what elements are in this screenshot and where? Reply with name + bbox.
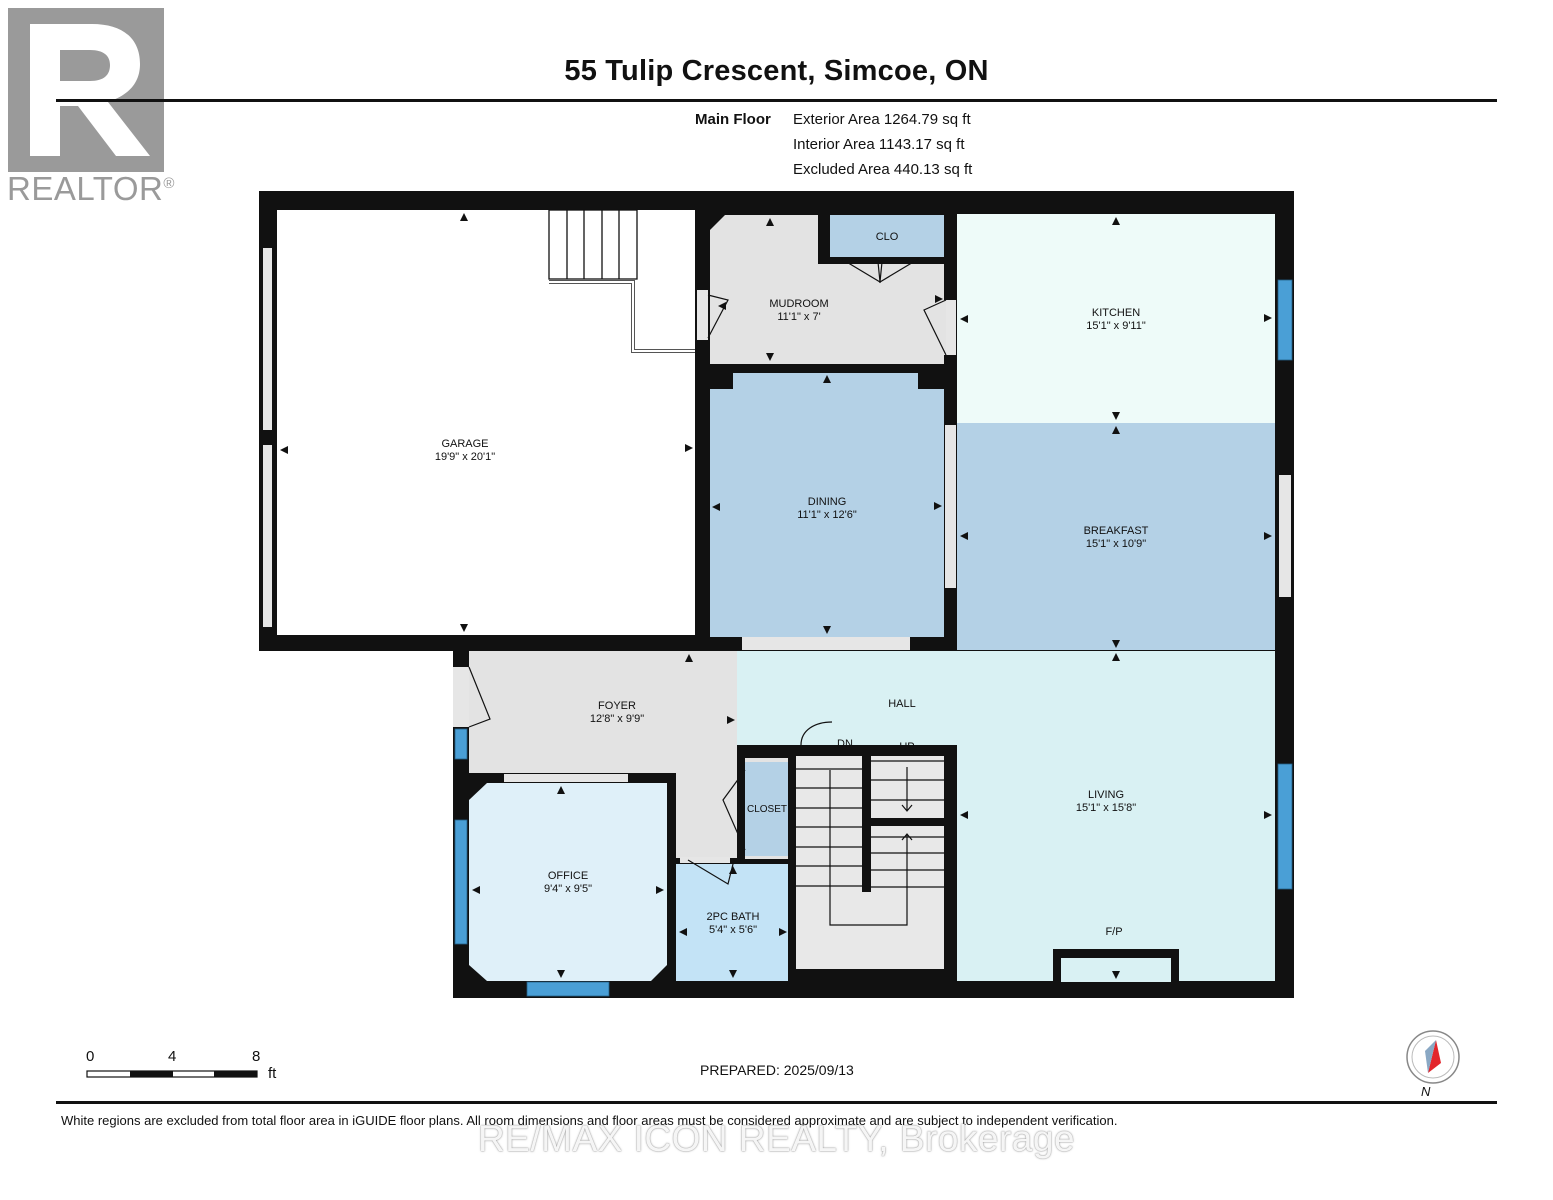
realtor-logo [8,8,164,172]
compass-icon [1406,1030,1460,1084]
mudroom-name: MUDROOM [769,298,828,310]
living-name: LIVING [1088,789,1124,801]
clo-name: CLO [876,231,899,243]
room-dining [710,373,944,637]
hall-name: HALL [888,698,916,710]
exterior-area: Exterior Area 1264.79 sq ft [793,111,971,128]
windows [454,279,1293,997]
room-clo [830,215,944,257]
room-mudroom [710,215,946,364]
mudroom-dims: 11'1" x 7' [777,311,820,323]
main-stairs [796,721,946,926]
room-bath [676,864,790,981]
room-foyer [469,651,795,859]
interior-walls [469,210,957,981]
stair-up-label: UP [899,741,914,753]
garage-name: GARAGE [441,438,488,450]
dining-dims: 11'1" x 12'6" [797,509,857,521]
foyer-name: FOYER [598,700,636,712]
brokerage-watermark: RE/MAX ICON REALTY, Brokerage [477,1118,1076,1159]
bath-name: 2PC BATH [707,911,760,923]
dining-name: DINING [808,496,847,508]
room-living [955,651,1275,981]
prepared-date: PREPARED: 2025/09/13 [700,1062,854,1078]
scale-unit: ft [268,1065,277,1082]
scale-tick-0: 0 [86,1048,95,1065]
page-title: 55 Tulip Crescent, Simcoe, ON [564,55,989,87]
dimension-arrows [280,213,1272,979]
openings [263,248,1291,863]
kitchen-name: KITCHEN [1092,307,1140,319]
living-dims: 15'1" x 15'8" [1076,802,1136,814]
room-kitchen [957,214,1275,423]
compass-north-label: N [1421,1084,1431,1099]
fireplace [1053,949,1179,982]
scale-tick-4: 4 [168,1048,177,1065]
door-swings [468,257,947,885]
foyer-dims: 12'8" x 9'9" [590,713,644,725]
excluded-area: Excluded Area 440.13 sq ft [793,161,973,178]
stair-down-label: DN [837,738,853,750]
footer-rule [56,1101,1497,1104]
breakfast-dims: 15'1" x 10'9" [1086,538,1146,550]
garage-stairs [548,209,697,353]
closet-name: CLOSET [747,804,787,815]
scale-bar [86,1070,258,1078]
room-breakfast [957,423,1275,650]
breakfast-name: BREAKFAST [1084,525,1149,537]
bath-dims: 5'4" x 5'6" [709,924,757,936]
scale-tick-8: 8 [252,1048,261,1065]
kitchen-dims: 15'1" x 9'11" [1086,320,1146,332]
interior-area: Interior Area 1143.17 sq ft [793,136,965,153]
room-hall [737,651,955,745]
office-dims: 9'4" x 9'5" [544,883,592,895]
realtor-wordmark: REALTOR® [7,170,175,207]
garage-dims: 19'9" x 20'1" [435,451,495,463]
room-closet [745,762,788,856]
header-rule [56,99,1497,102]
floor-label: Main Floor [695,111,771,128]
disclaimer-text: White regions are excluded from total fl… [61,1113,1118,1128]
office-name: OFFICE [548,870,588,882]
room-office [469,783,667,981]
fireplace-label: F/P [1105,926,1122,938]
area-summary: Exterior Area 1264.79 sq ft Interior Are… [793,107,972,182]
